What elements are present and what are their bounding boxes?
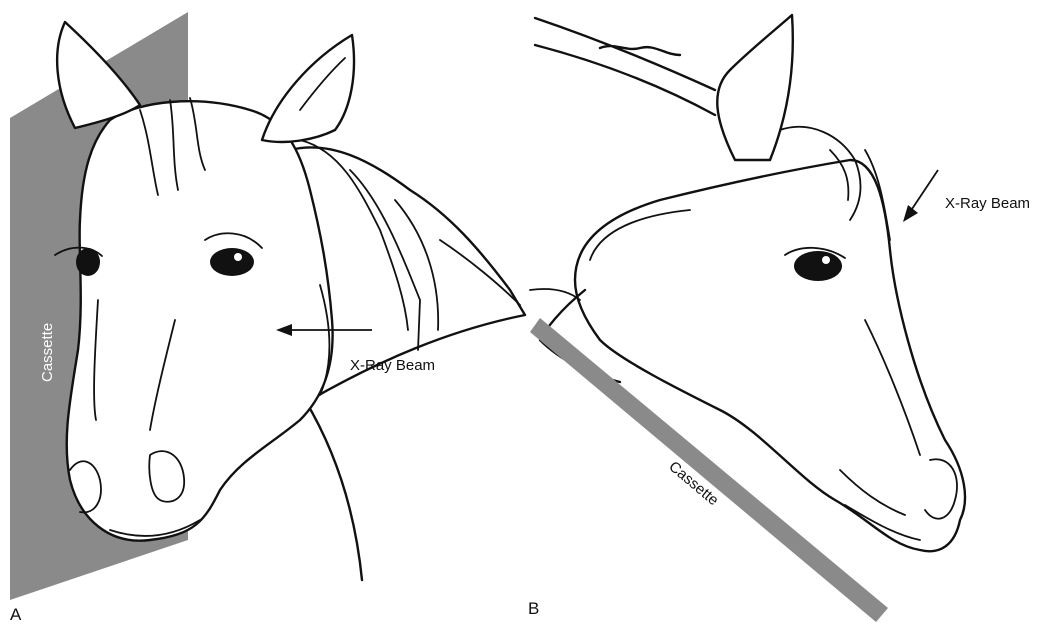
- cassette-label-a: Cassette: [39, 323, 56, 382]
- eye-b: [794, 251, 842, 281]
- xray-beam-label-b: X-Ray Beam: [945, 195, 1030, 212]
- panel-letter-b: B: [528, 599, 539, 618]
- right-ear-a: [262, 35, 354, 142]
- throat-b: [530, 289, 580, 300]
- ear-b: [717, 15, 793, 160]
- horse-head-a: [67, 101, 333, 540]
- neck-throat-a: [305, 400, 362, 580]
- mane-crest-b: [535, 18, 715, 115]
- xray-beam-arrow-b: [910, 170, 938, 212]
- xray-arrowhead-b: [903, 205, 918, 222]
- panel-a: Cassette X-Ray Beam A: [10, 12, 525, 624]
- panel-letter-a: A: [10, 605, 22, 624]
- panel-b: Cassette X-Ray Beam B: [528, 15, 1030, 622]
- right-eye-a: [210, 248, 254, 276]
- xray-beam-label-a: X-Ray Beam: [350, 357, 435, 374]
- right-eye-highlight-a: [234, 253, 242, 261]
- eye-highlight-b: [822, 256, 830, 264]
